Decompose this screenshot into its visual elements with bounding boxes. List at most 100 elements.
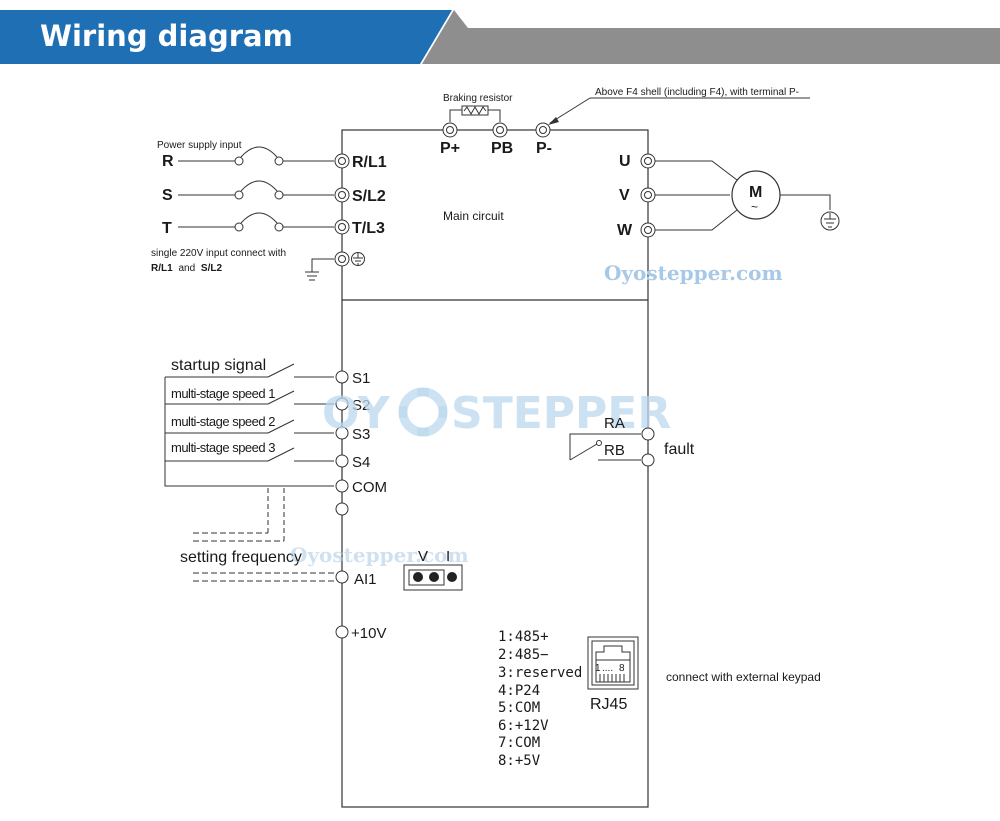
label-ra: RA	[604, 415, 625, 432]
label-s4: S4	[352, 454, 370, 471]
motor-ground-icon	[820, 211, 840, 231]
braking-resistor-label: Braking resistor	[443, 93, 513, 104]
terminal-w	[640, 222, 656, 238]
rj45-pin-last: 8	[619, 663, 625, 674]
power-supply-label: Power supply input	[157, 140, 242, 151]
switch-icon	[267, 363, 295, 378]
phase-r: R	[162, 153, 174, 170]
braking-resistor-group: Braking resistor P+ PB P- Above F4 shell…	[440, 87, 810, 157]
label-pminus: P-	[536, 140, 552, 157]
terminal-s2	[335, 397, 349, 411]
watermark-large-right: STEPPER	[451, 388, 671, 439]
rj45-pin-5: 5:COM	[498, 700, 540, 716]
terminal-ai1	[335, 570, 349, 584]
digital-input-group: startup signal multi-stage speed 1 multi…	[164, 357, 387, 516]
rj45-pin-1: 1:485+	[498, 629, 549, 645]
header-banner: Wiring diagram	[0, 10, 1000, 64]
pminus-note: Above F4 shell (including F4), with term…	[595, 87, 799, 98]
pointer-arrow-icon	[548, 117, 559, 125]
rj45-label: RJ45	[590, 696, 627, 713]
terminal-pb	[492, 122, 508, 138]
relay-contact-icon	[569, 443, 598, 461]
rj45-pin-6: 6:+12V	[498, 718, 549, 734]
setting-frequency-label: setting frequency	[180, 549, 302, 566]
terminal-10v	[335, 625, 349, 639]
analog-input-group: setting frequency Oyostepper.com AI1 +10…	[180, 488, 469, 642]
label-s2: S2	[352, 397, 370, 414]
single-phase-note-2: R/L1 and S/L2	[151, 263, 222, 274]
jumper-pin-2	[429, 572, 439, 582]
label-r-l1: R/L1	[352, 154, 387, 171]
label-v: V	[619, 187, 630, 204]
rj45-pin-7: 7:COM	[498, 735, 540, 751]
terminal-v	[640, 187, 656, 203]
label-t-l3: T/L3	[352, 220, 385, 237]
rj45-connector: 1 .... 8 RJ45 connect with external keyp…	[587, 636, 821, 713]
phase-s: S	[162, 187, 173, 204]
jumper-label-i: I	[446, 548, 450, 565]
fault-label: fault	[664, 441, 695, 458]
phase-t: T	[162, 220, 172, 237]
label-rb: RB	[604, 442, 625, 459]
single-phase-note: single 220V input connect with	[151, 248, 286, 259]
watermark-small: Oyostepper.com	[604, 261, 783, 285]
terminal-r-l1	[334, 153, 350, 169]
motor-symbol: M	[749, 184, 762, 201]
label-com: COM	[352, 479, 387, 496]
terminal-pe	[334, 251, 350, 267]
terminal-u	[640, 153, 656, 169]
header-blue-bar	[0, 10, 452, 64]
jumper-pin-1	[413, 572, 423, 582]
label-pplus: P+	[440, 140, 460, 157]
label-s1: S1	[352, 370, 370, 387]
watermark-large: OY STEPPER	[322, 387, 671, 439]
label-s-l2: S/L2	[352, 188, 386, 205]
rj45-pin-dots: ....	[602, 663, 613, 674]
signal-speed-2: multi-stage speed 2	[171, 414, 275, 429]
terminal-unlabeled	[335, 502, 349, 516]
watermark-large-left: OY	[322, 388, 391, 439]
signal-startup: startup signal	[171, 357, 266, 374]
signal-speed-3: multi-stage speed 3	[171, 440, 275, 455]
terminal-s4	[335, 454, 349, 468]
label-u: U	[619, 153, 631, 170]
rj45-pin-first: 1	[595, 663, 601, 674]
terminal-t-l3	[334, 219, 350, 235]
resistor-zigzag	[463, 105, 487, 116]
terminal-s-l2	[334, 187, 350, 203]
label-s3: S3	[352, 426, 370, 443]
keypad-label: connect with external keypad	[666, 670, 821, 684]
terminal-com	[335, 479, 349, 493]
jumper-pin-3	[447, 572, 457, 582]
terminal-s3	[335, 426, 349, 440]
motor-output-group: U V W M ~	[617, 153, 840, 239]
motor-ac-symbol: ~	[751, 200, 758, 214]
jumper-label-v: V	[418, 548, 428, 565]
rj45-pin-3: 3:reserved	[498, 665, 582, 681]
page-title: Wiring diagram	[40, 19, 293, 53]
label-10v: +10V	[351, 625, 386, 642]
earth-symbol-icon	[351, 252, 365, 266]
label-ai1: AI1	[354, 571, 377, 588]
gear-icon	[398, 387, 448, 437]
terminal-s1	[335, 370, 349, 384]
signal-speed-1: multi-stage speed 1	[171, 386, 275, 401]
terminal-rb	[641, 453, 655, 467]
rj45-pin-2: 2:485−	[498, 647, 549, 663]
power-input-group: Power supply input R R/L1 S S/L2 T T/L3	[151, 140, 387, 281]
header-gray-bar	[422, 10, 1000, 64]
main-circuit-label: Main circuit	[443, 209, 504, 223]
terminal-pminus	[535, 122, 551, 138]
rj45-pin-list: 1:485+ 2:485− 3:reserved 4:P24 5:COM 6:+…	[498, 629, 582, 769]
label-pb: PB	[491, 140, 513, 157]
terminal-pplus	[442, 122, 458, 138]
relay-output-group: RA RB fault	[569, 415, 695, 467]
rj45-pin-8: 8:+5V	[498, 753, 541, 769]
breaker-contact	[234, 156, 244, 166]
terminal-ra	[641, 427, 655, 441]
label-w: W	[617, 222, 633, 239]
rj45-pin-4: 4:P24	[498, 683, 540, 699]
watermark-mid: Oyostepper.com	[290, 543, 469, 567]
